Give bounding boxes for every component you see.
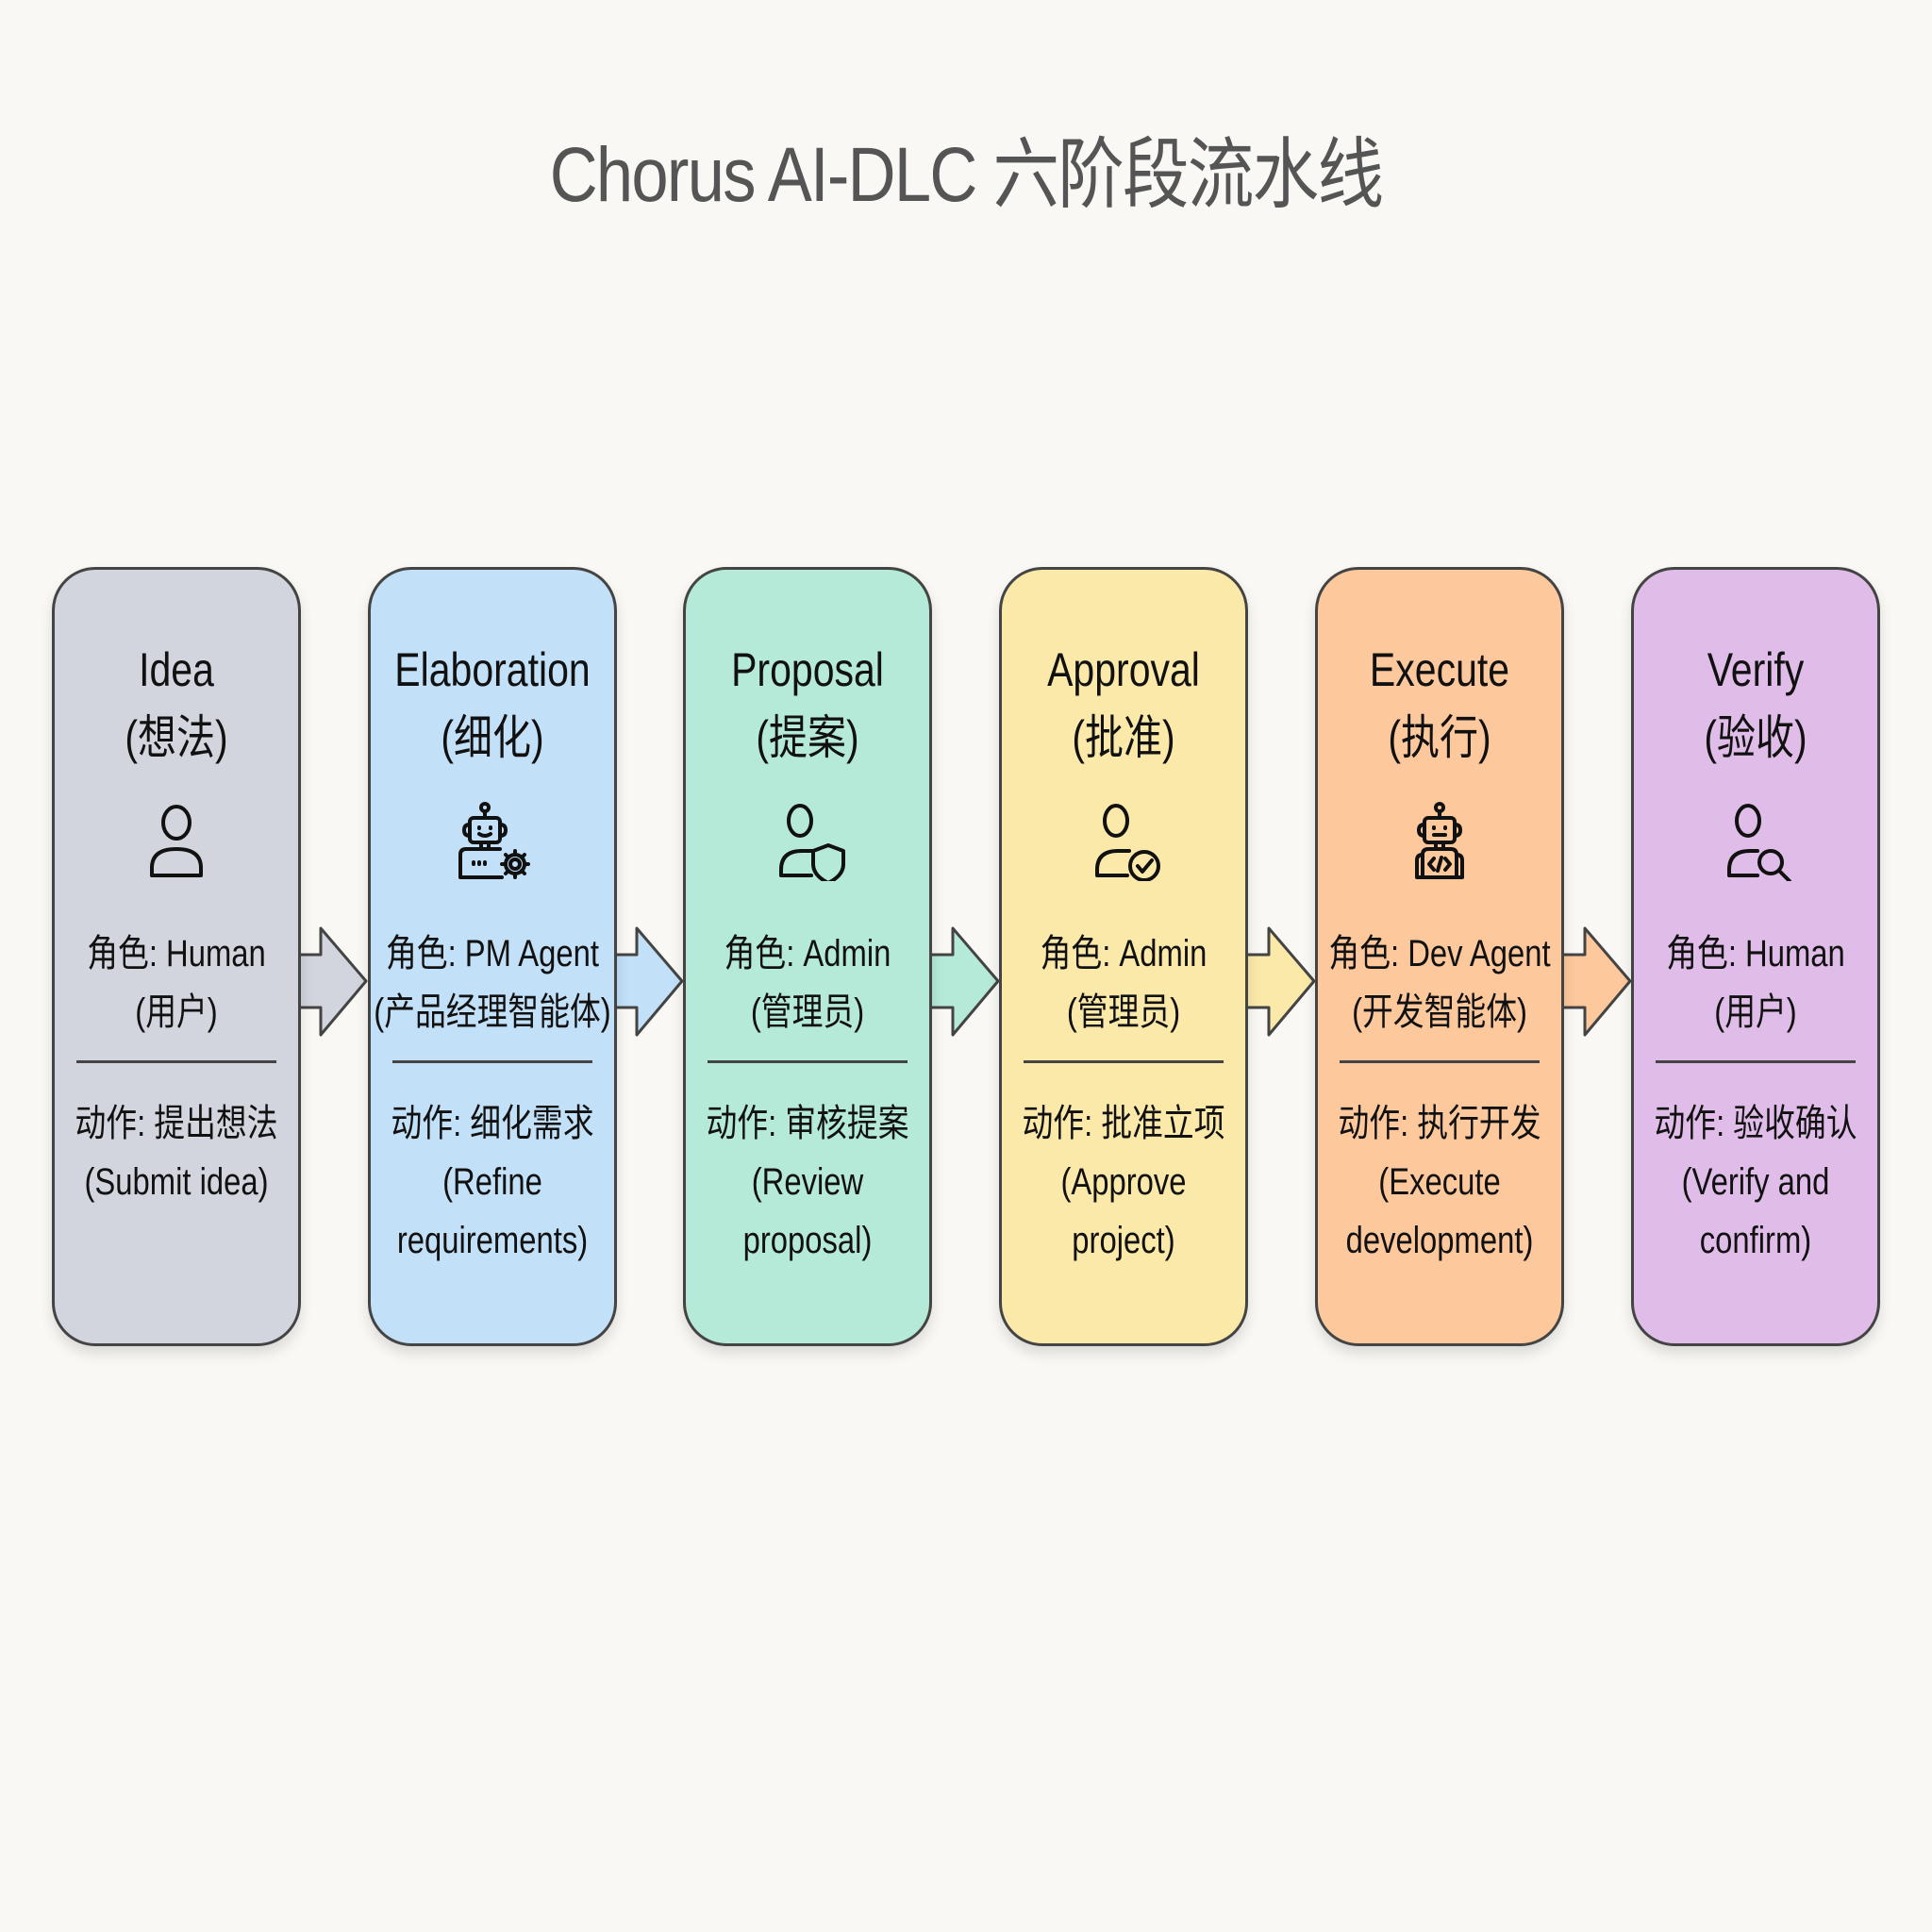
stage-name-zh: (批准) [1072, 711, 1175, 764]
divider [708, 1060, 908, 1063]
stage-name-en: Approval [1047, 643, 1200, 696]
stage-title: Proposal (提案) [692, 636, 923, 772]
divider [1340, 1060, 1540, 1063]
role-label: 角色: Human (用户) [1666, 933, 1845, 1033]
stage-card-idea: Idea (想法) 角色: Human (用户) 动作: 提出想法 (Submi… [52, 567, 301, 1346]
role-label: 角色: Admin (管理员) [1040, 933, 1208, 1033]
stage-name-en: Proposal [731, 643, 884, 696]
action-label: 动作: 执行开发 (Execute development) [1338, 1103, 1541, 1261]
arrow-icon [1241, 926, 1316, 1037]
stage-title: Approval (批准) [1008, 636, 1239, 772]
arrow-icon [924, 926, 1000, 1037]
robot-gear-icon [453, 802, 532, 881]
stage-name-en: Execute [1369, 643, 1510, 696]
stage-card-execute: Execute (执行) [1315, 567, 1564, 1346]
role-label: 角色: Dev Agent (开发智能体) [1328, 933, 1551, 1033]
stage-name-zh: (执行) [1388, 711, 1491, 764]
role-label: 角色: PM Agent (产品经理智能体) [374, 933, 611, 1033]
action-label: 动作: 审核提案 (Review proposal) [706, 1103, 909, 1261]
user-check-icon [1084, 802, 1163, 882]
stage-name-en: Verify [1707, 643, 1805, 696]
action-label: 动作: 细化需求 (Refine requirements) [391, 1103, 594, 1261]
robot-code-icon [1400, 802, 1479, 881]
action-label: 动作: 验收确认 (Verify and confirm) [1654, 1103, 1857, 1261]
stage-name-zh: (验收) [1704, 711, 1807, 764]
stage-name-zh: (细化) [441, 711, 544, 764]
stage-title: Idea (想法) [61, 636, 291, 772]
stage-title: Execute (执行) [1324, 636, 1555, 772]
role-label: 角色: Admin (管理员) [724, 933, 891, 1033]
action-label: 动作: 提出想法 (Submit idea) [75, 1103, 278, 1203]
user-search-icon [1716, 802, 1795, 883]
divider [392, 1060, 592, 1063]
stage-title: Verify (验收) [1641, 636, 1871, 772]
user-shield-icon [768, 802, 847, 885]
stage-name-zh: (提案) [756, 711, 859, 764]
page-title: Chorus AI-DLC 六阶段流水线 [549, 132, 1384, 218]
stage-name-en: Elaboration [394, 643, 591, 696]
divider [1024, 1060, 1224, 1063]
user-icon [137, 802, 216, 881]
stage-card-proposal: Proposal (提案) 角色: Admin (管理员) 动作: 审核提案 (… [683, 567, 932, 1346]
stage-card-elaboration: Elaboration (细化) [368, 567, 617, 1346]
divider [76, 1060, 276, 1063]
stage-name-en: Idea [139, 643, 214, 696]
arrow-icon [1557, 926, 1632, 1037]
role-label: 角色: Human (用户) [87, 933, 266, 1033]
stage-name-zh: (想法) [125, 711, 228, 764]
arrow-icon [292, 926, 368, 1037]
divider [1656, 1060, 1856, 1063]
stage-card-verify: Verify (验收) 角色: Human (用户) 动作: 验收确认 (Ver… [1631, 567, 1880, 1346]
arrow-icon [608, 926, 684, 1037]
stage-card-approval: Approval (批准) 角色: Admin (管理员) 动作: 批准立项 (… [999, 567, 1248, 1346]
stage-title: Elaboration (细化) [377, 636, 608, 772]
action-label: 动作: 批准立项 (Approve project) [1022, 1103, 1225, 1261]
